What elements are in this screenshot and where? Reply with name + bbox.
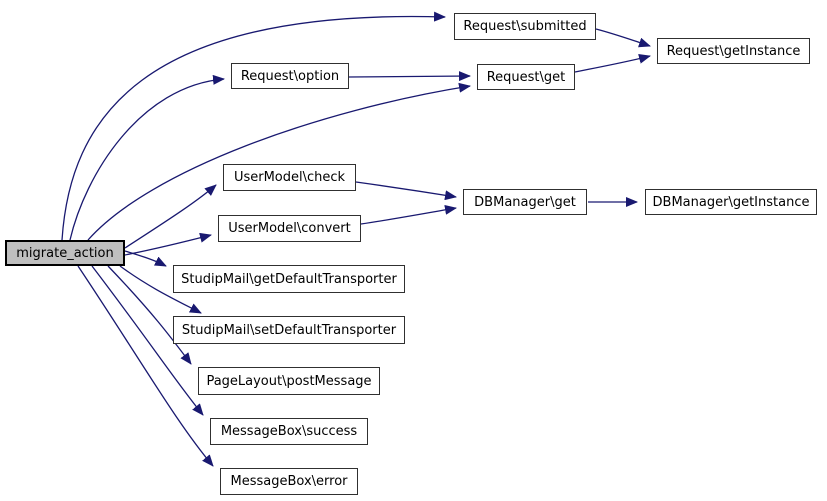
node-request-submitted[interactable]: Request\submitted [454, 13, 596, 40]
edge-request-get-to-request-getinstance [574, 53, 651, 73]
edge-migrate-action-to-request-option [69, 74, 225, 241]
node-migrate-action: migrate_action [5, 240, 125, 266]
node-request-option[interactable]: Request\option [231, 63, 349, 89]
node-messagebox-error[interactable]: MessageBox\error [220, 468, 358, 495]
edge-migrate-action-to-messagebox-error [77, 265, 214, 467]
edge-request-submitted-to-request-getinstance [595, 28, 651, 48]
edge-migrate-action-to-usermodel-check [124, 184, 217, 249]
node-request-get[interactable]: Request\get [477, 64, 575, 90]
edge-migrate-action-to-request-get [87, 82, 471, 241]
edge-migrate-action-to-messagebox-success [91, 265, 204, 416]
edge-migrate-action-to-studipmail-setdefaulttransporter [119, 265, 202, 314]
node-dbmanager-get[interactable]: DBManager\get [463, 189, 587, 215]
edge-request-option-to-request-get [348, 71, 471, 82]
node-studipmail-setdefaulttransporter[interactable]: StudipMail\setDefaultTransporter [173, 316, 405, 344]
node-studipmail-getdefaulttransporter[interactable]: StudipMail\getDefaultTransporter [173, 265, 405, 293]
node-request-getinstance[interactable]: Request\getInstance [657, 38, 810, 64]
node-usermodel-convert[interactable]: UserModel\convert [218, 215, 361, 242]
node-usermodel-check[interactable]: UserModel\check [223, 164, 356, 191]
edge-migrate-action-to-studipmail-getdefaulttransporter [124, 250, 167, 267]
node-messagebox-success[interactable]: MessageBox\success [210, 418, 368, 445]
node-dbmanager-getinstance[interactable]: DBManager\getInstance [645, 189, 817, 215]
edge-usermodel-check-to-dbmanager-get [355, 181, 457, 201]
edge-migrate-action-to-pagelayout-postmessage [107, 265, 192, 365]
edge-migrate-action-to-request-submitted [61, 11, 446, 241]
node-pagelayout-postmessage[interactable]: PageLayout\postMessage [198, 367, 380, 395]
edge-migrate-action-to-usermodel-convert [124, 232, 212, 256]
edge-usermodel-convert-to-dbmanager-get [360, 204, 457, 225]
